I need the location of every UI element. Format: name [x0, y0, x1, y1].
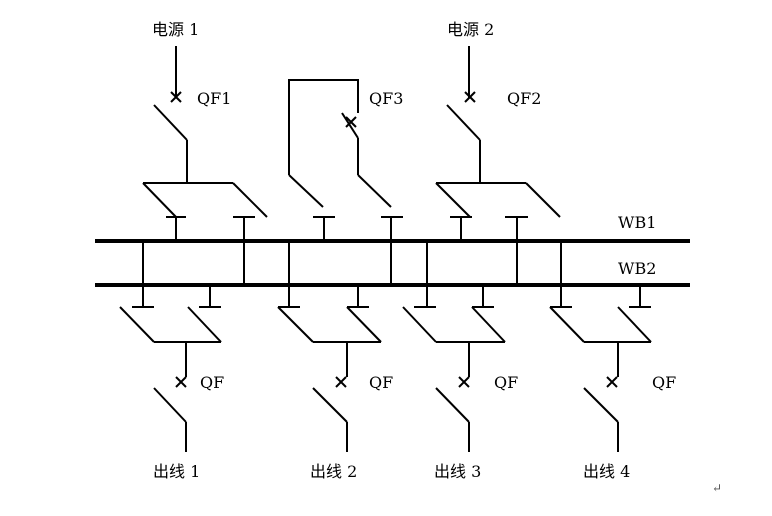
feeder-3-breaker-label: QF — [494, 373, 518, 392]
source-2-label: 电源 2 — [447, 20, 494, 39]
feeder-2-breaker-cross — [335, 376, 347, 388]
bus-tie-qf3: QF3 — [288, 79, 403, 285]
feeder-3-label: 出线 3 — [434, 462, 481, 481]
feeder-1-label: 出线 1 — [153, 462, 200, 481]
feeder-3: QF 出线 3 — [402, 285, 518, 481]
feeder-2-breaker-blade — [312, 387, 348, 423]
paragraph-mark: ↵ — [712, 481, 722, 495]
breaker-qf2-cross — [464, 91, 476, 103]
feeder-2-breaker-label: QF — [369, 373, 393, 392]
feeder-4-breaker-cross — [606, 376, 618, 388]
breaker-qf1-cross — [170, 91, 182, 103]
qf3-disconnector-left — [288, 174, 324, 208]
source-1-bus-selectors — [142, 182, 268, 285]
breaker-qf3-blade — [341, 112, 359, 139]
feeder-4-label: 出线 4 — [583, 462, 630, 481]
source-1-incomer: 电源 1 QF1 — [142, 20, 268, 285]
breaker-qf3-cross — [345, 116, 357, 128]
qf3-disconnector-right — [357, 174, 392, 208]
source-2-incomer: 电源 2 QF2 — [426, 20, 562, 285]
source-1-label: 电源 1 — [152, 20, 199, 39]
source-2-bus-selectors — [426, 182, 562, 285]
breaker-qf1-blade — [153, 104, 188, 141]
bus-label-wb1: WB1 — [618, 213, 656, 232]
feeder-1: QF 出线 1 — [119, 285, 224, 481]
breaker-qf1-label: QF1 — [197, 89, 231, 108]
feeder-1-breaker-cross — [175, 376, 187, 388]
breaker-qf3-label: QF3 — [369, 89, 403, 108]
feeder-2: QF 出线 2 — [277, 285, 393, 481]
feeder-2-label: 出线 2 — [310, 462, 357, 481]
feeder-1-breaker-label: QF — [200, 373, 224, 392]
feeder-4-breaker-blade — [583, 387, 619, 423]
feeder-3-breaker-cross — [458, 376, 470, 388]
feeder-3-breaker-blade — [435, 387, 470, 423]
feeder-1-breaker-blade — [153, 387, 187, 423]
feeder-4-breaker-label: QF — [652, 373, 676, 392]
feeder-4: QF 出线 4 — [549, 285, 676, 481]
breaker-qf2-blade — [446, 104, 481, 141]
bus-label-wb2: WB2 — [618, 259, 656, 278]
breaker-qf2-label: QF2 — [507, 89, 541, 108]
